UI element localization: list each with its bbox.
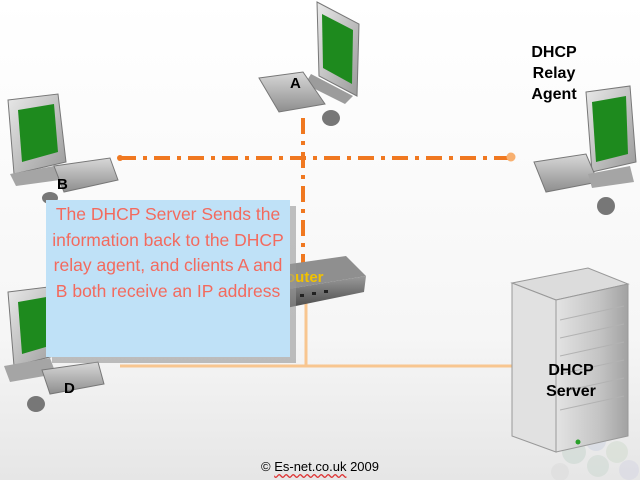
client-a-label: A (290, 75, 301, 92)
client-d-label: D (64, 380, 75, 397)
explanation-callout: The DHCP Server Sends the information ba… (46, 200, 290, 357)
router-label: outer (286, 269, 324, 286)
screen-icon (322, 14, 353, 84)
relay-agent-computer (533, 85, 637, 215)
dhcp-server-label: DHCP Server (546, 362, 596, 400)
relay-endpoint (506, 152, 516, 162)
screen-icon (592, 96, 628, 162)
screen-icon (18, 104, 58, 162)
computer-b (7, 93, 119, 204)
computer-a (258, 1, 360, 126)
left-endpoint (117, 155, 123, 161)
relay-agent-label: DHCP Relay Agent (531, 44, 577, 103)
copyright-footer: © Es-net.co.uk 2009 (260, 459, 379, 474)
dhcp-server-tower (510, 267, 630, 453)
client-b-label: B (57, 176, 68, 193)
